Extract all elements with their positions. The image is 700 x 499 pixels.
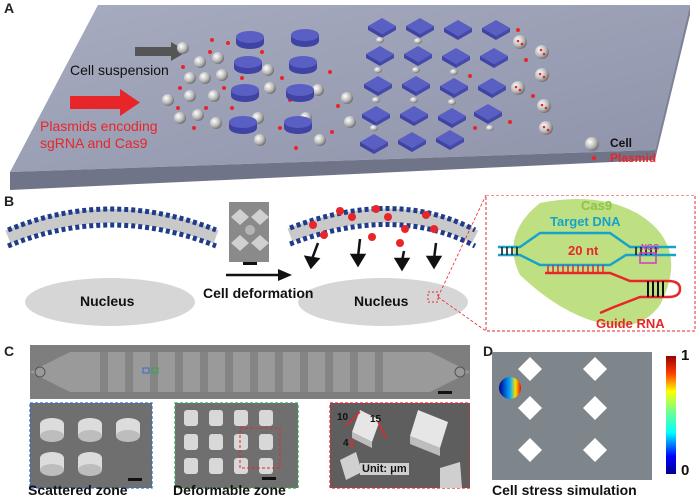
target-dna-label: Target DNA xyxy=(550,214,621,229)
cell-suspension-label: Cell suspension xyxy=(70,62,169,78)
ngg-box xyxy=(639,252,657,264)
ngg-label: NGG xyxy=(641,243,660,252)
panel-d-letter: D xyxy=(483,343,494,359)
plasmids-label-line2: sgRNA and Cas9 xyxy=(40,135,148,151)
legend-cell-label: Cell xyxy=(610,136,633,150)
simulated-cell xyxy=(499,377,521,399)
cell-deformation-label: Cell deformation xyxy=(203,285,314,301)
red-arrow-icon xyxy=(70,89,140,116)
nucleus-left-label: Nucleus xyxy=(80,293,135,309)
diamond-pillars xyxy=(360,18,510,154)
nucleus-right-label: Nucleus xyxy=(354,293,409,309)
cas9-label: Cas9 xyxy=(581,198,613,213)
panel-b-letter: B xyxy=(4,193,15,209)
20nt-label: 20 nt xyxy=(568,243,599,258)
sem-images xyxy=(29,345,470,489)
dna-strands xyxy=(498,231,682,315)
deformable-zone-label: Deformable zone xyxy=(173,482,286,498)
scale-max-label: 1 xyxy=(681,347,690,364)
cell-stress-caption: Cell stress simulation xyxy=(492,482,637,498)
entry-arrows-icon xyxy=(303,238,443,272)
plasmids-label-line1: Plasmids encoding xyxy=(40,118,158,134)
scale-min-label: 0 xyxy=(681,462,690,479)
right-membrane xyxy=(287,206,479,249)
zoom-box xyxy=(427,291,439,303)
right-nucleus xyxy=(298,278,468,326)
simulation-domain xyxy=(492,352,652,480)
left-nucleus xyxy=(25,278,195,326)
legend-plasmid-label: Plasmid xyxy=(610,151,657,165)
scattered-zone-label: Scattered zone xyxy=(28,482,128,498)
microfluidic-chip-illustration xyxy=(10,5,690,190)
transfected-cells xyxy=(511,35,553,135)
cas9-blob xyxy=(513,199,672,326)
cylinder-pillars xyxy=(229,29,319,134)
panel-a-letter: A xyxy=(4,0,15,16)
panel-c-letter: C xyxy=(4,343,15,359)
dim-15-label: 15 xyxy=(370,414,382,425)
chip-side xyxy=(10,150,655,190)
membrane-illustration xyxy=(5,195,696,332)
stress-simulation xyxy=(492,352,676,480)
legend-plasmid-icon xyxy=(591,155,597,161)
left-membrane xyxy=(5,206,219,249)
dim-10-label: 10 xyxy=(337,412,349,423)
guide-rna-label: Guide RNA xyxy=(596,316,665,331)
dim-4-label: 4 xyxy=(343,438,349,449)
color-scale-bar xyxy=(666,356,676,474)
plasmid-entry-dots xyxy=(309,205,438,247)
legend-cell-icon xyxy=(585,137,599,151)
unit-label: Unit: μm xyxy=(360,463,409,475)
cell-spheres xyxy=(162,42,356,146)
squeezed-cells xyxy=(370,37,494,131)
